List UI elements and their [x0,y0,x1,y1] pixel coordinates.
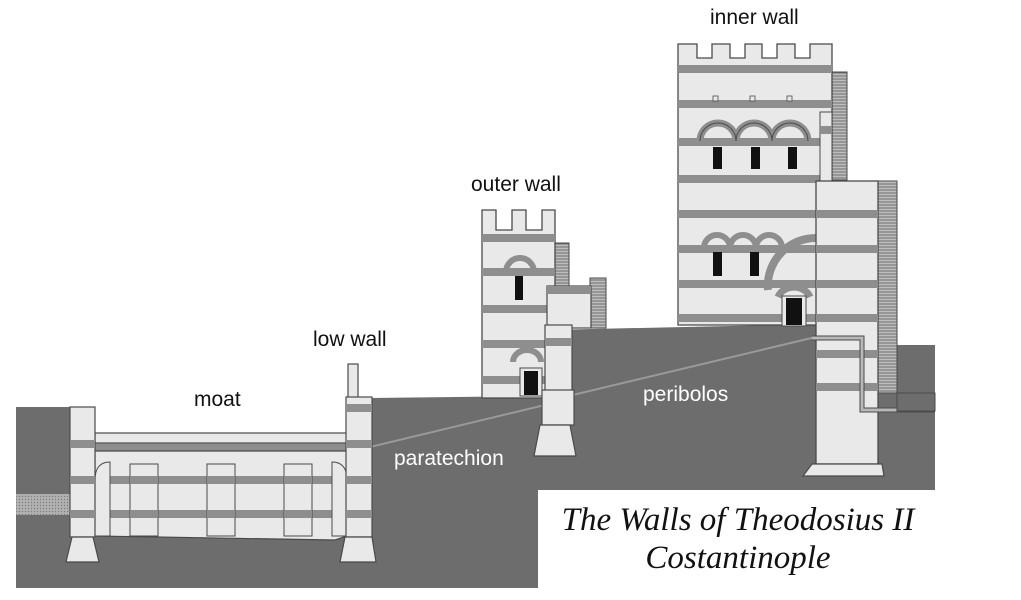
ground-left [16,407,70,562]
paratechion-label: paratechion [394,447,504,470]
inner-wall-tower [677,43,936,477]
inner-wall-label: inner wall [710,6,799,29]
low-wall-structure [339,363,377,563]
title-box: The Walls of Theodosius II Costantinople [538,490,938,590]
ground-terraces [16,324,935,588]
low-wall-label: low wall [313,328,387,351]
peribolos-slope-upper [559,335,821,399]
peribolos-label: peribolos [643,383,729,406]
moat-retaining-walls [94,432,348,541]
moat-label: moat [194,388,241,411]
outer-wall-tower [481,209,607,457]
ground-moat-floor [70,536,370,562]
peribolos-slope [369,404,546,448]
title-line-1: The Walls of Theodosius II [561,502,915,538]
outer-wall-label: outer wall [471,173,561,196]
moat-water [16,494,70,515]
title-line-2: Costantinople [645,540,831,576]
counterscarp-pillar [65,406,100,563]
